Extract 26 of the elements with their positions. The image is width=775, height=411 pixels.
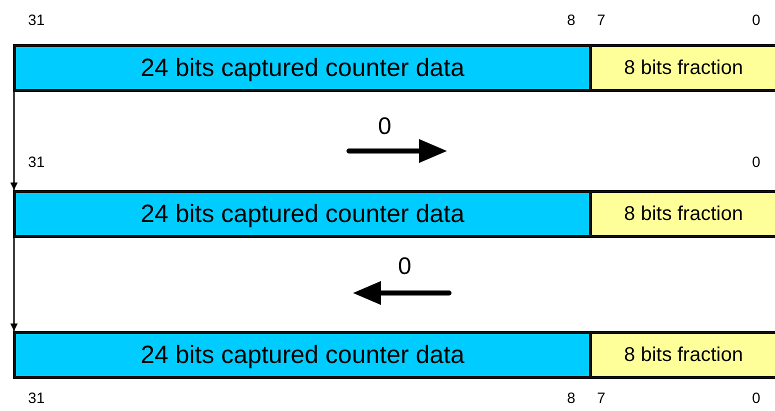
field-label: 8 bits fraction <box>624 56 743 80</box>
bit-number: 0 <box>752 391 760 406</box>
bit-number: 7 <box>597 13 606 28</box>
bit-number: 0 <box>752 13 760 28</box>
bit-field-box <box>13 190 592 238</box>
field-label: 8 bits fraction <box>624 344 743 366</box>
bit-number: 31 <box>28 391 45 406</box>
arrow <box>10 238 18 331</box>
field-label: 24 bits captured counter data <box>140 200 464 228</box>
bit-field-box <box>13 44 592 92</box>
bit-number: 31 <box>28 155 45 170</box>
bit-number: 8 <box>567 13 576 28</box>
field-label: 24 bits captured counter data <box>140 340 464 370</box>
bit-field-box <box>589 190 775 238</box>
bit-number: 8 <box>567 391 576 406</box>
bit-number: 31 <box>28 13 45 28</box>
arrow <box>10 92 18 190</box>
field-label: 8 bits fraction <box>624 202 743 226</box>
shift-fill-label: 0 <box>378 115 392 139</box>
bit-number: 7 <box>597 391 606 406</box>
bit-field-box <box>589 44 775 92</box>
field-label: 24 bits captured counter data <box>140 54 464 82</box>
bit-field-box <box>13 331 592 379</box>
bit-number: 0 <box>752 155 760 170</box>
bit-field-box <box>589 331 775 379</box>
shift-fill-label: 0 <box>398 255 412 279</box>
